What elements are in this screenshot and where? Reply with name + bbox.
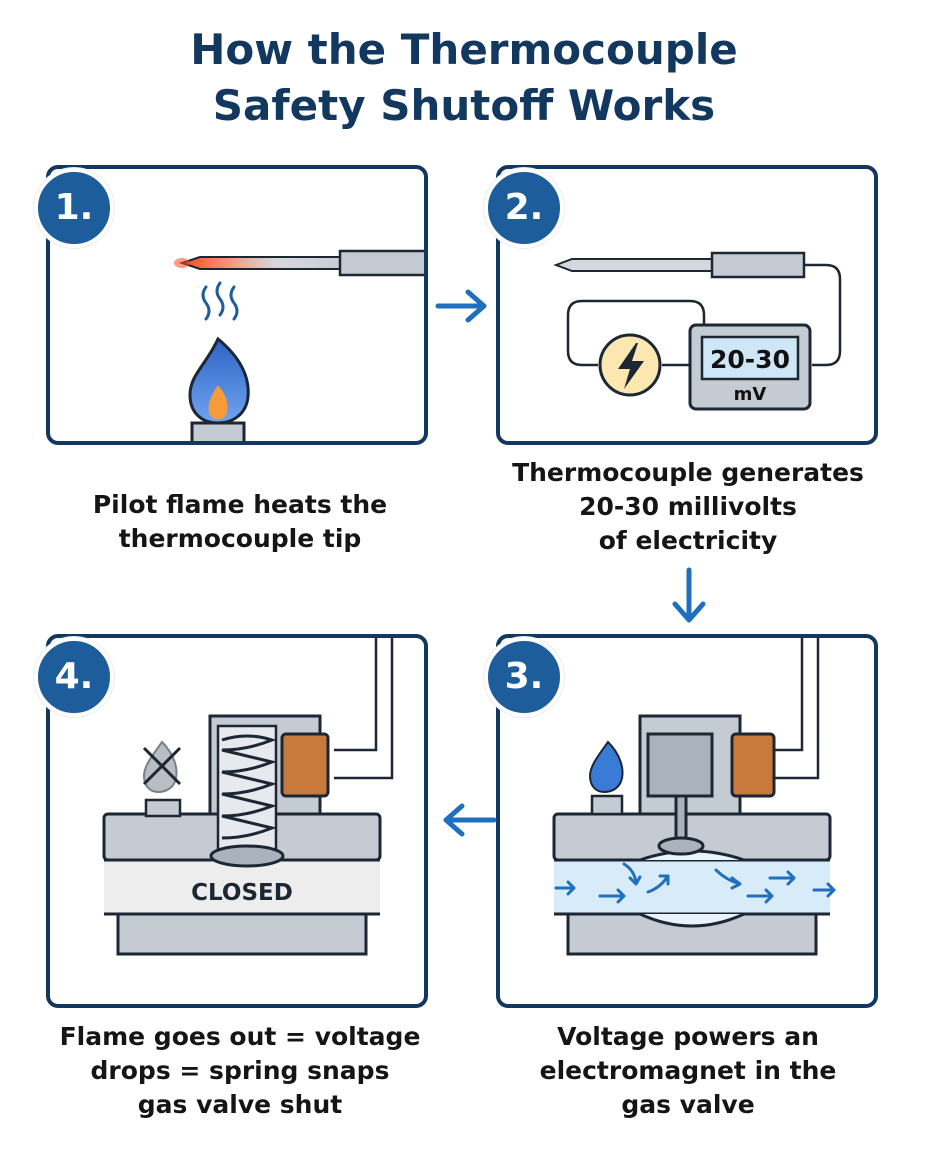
step-2-caption: Thermocouple generates 20-30 millivolts … — [478, 456, 898, 558]
arrow-left-icon — [443, 803, 497, 837]
step-2-panel: 20-30 mV — [496, 165, 878, 445]
open-valve-illustration — [552, 638, 836, 956]
closed-valve-illustration: CLOSED — [102, 638, 394, 956]
title-line-1: How the Thermocouple — [190, 25, 738, 74]
step-3-panel — [496, 634, 878, 1008]
thermocouple-rod — [174, 249, 424, 277]
caption-line: Voltage powers an — [557, 1022, 819, 1051]
step-2-badge: 2. — [484, 168, 564, 248]
caption-line: Flame goes out = voltage — [59, 1022, 421, 1051]
pilot-flame-icon — [188, 336, 250, 425]
arrow-right-icon — [435, 289, 487, 323]
thermocouple-rod — [553, 251, 806, 279]
gas-valve-body — [552, 714, 832, 956]
step-3-badge: 3. — [484, 637, 564, 717]
lightning-bolt-icon — [598, 333, 662, 397]
heat-waves-icon — [201, 281, 239, 321]
page-title: How the Thermocouple Safety Shutoff Work… — [0, 22, 928, 134]
millivolt-meter: 20-30 mV — [688, 323, 812, 411]
arrow-down-icon — [672, 567, 706, 623]
caption-line: thermocouple tip — [118, 524, 362, 553]
meter-reading: 20-30 — [710, 345, 790, 374]
caption-line: Thermocouple generates — [512, 458, 864, 487]
valve-closed-label: CLOSED — [191, 880, 293, 906]
step-4-badge: 4. — [34, 637, 114, 717]
caption-line: electromagnet in the — [539, 1056, 837, 1085]
caption-line: of electricity — [598, 526, 778, 555]
millivolt-circuit-illustration: 20-30 mV — [553, 251, 842, 411]
electromagnet-coil — [730, 732, 776, 798]
flame-out-icon — [142, 740, 182, 818]
caption-line: gas valve — [621, 1090, 755, 1119]
gas-flow-arrows — [554, 862, 836, 904]
step-4-caption: Flame goes out = voltage drops = spring … — [30, 1020, 450, 1122]
thermocouple-wires — [334, 638, 394, 780]
step-4-panel: CLOSED — [46, 634, 428, 1008]
step-3-caption: Voltage powers an electromagnet in the g… — [478, 1020, 898, 1122]
caption-line: drops = spring snaps — [90, 1056, 390, 1085]
circuit-wire — [566, 263, 842, 367]
step-1-caption: Pilot flame heats the thermocouple tip — [30, 488, 450, 556]
caption-line: Pilot flame heats the — [92, 490, 388, 519]
title-line-2: Safety Shutoff Works — [212, 81, 716, 130]
valve-spring — [209, 724, 285, 868]
caption-line: 20-30 millivolts — [579, 492, 797, 521]
pilot-flame-icon — [588, 740, 624, 816]
valve-plunger — [646, 732, 714, 856]
caption-line: gas valve shut — [137, 1090, 343, 1119]
pilot-burner — [190, 421, 246, 441]
meter-unit: mV — [734, 384, 767, 405]
electromagnet-coil — [280, 732, 330, 798]
step-1-badge: 1. — [34, 168, 114, 248]
pilot-flame-illustration — [174, 249, 424, 441]
